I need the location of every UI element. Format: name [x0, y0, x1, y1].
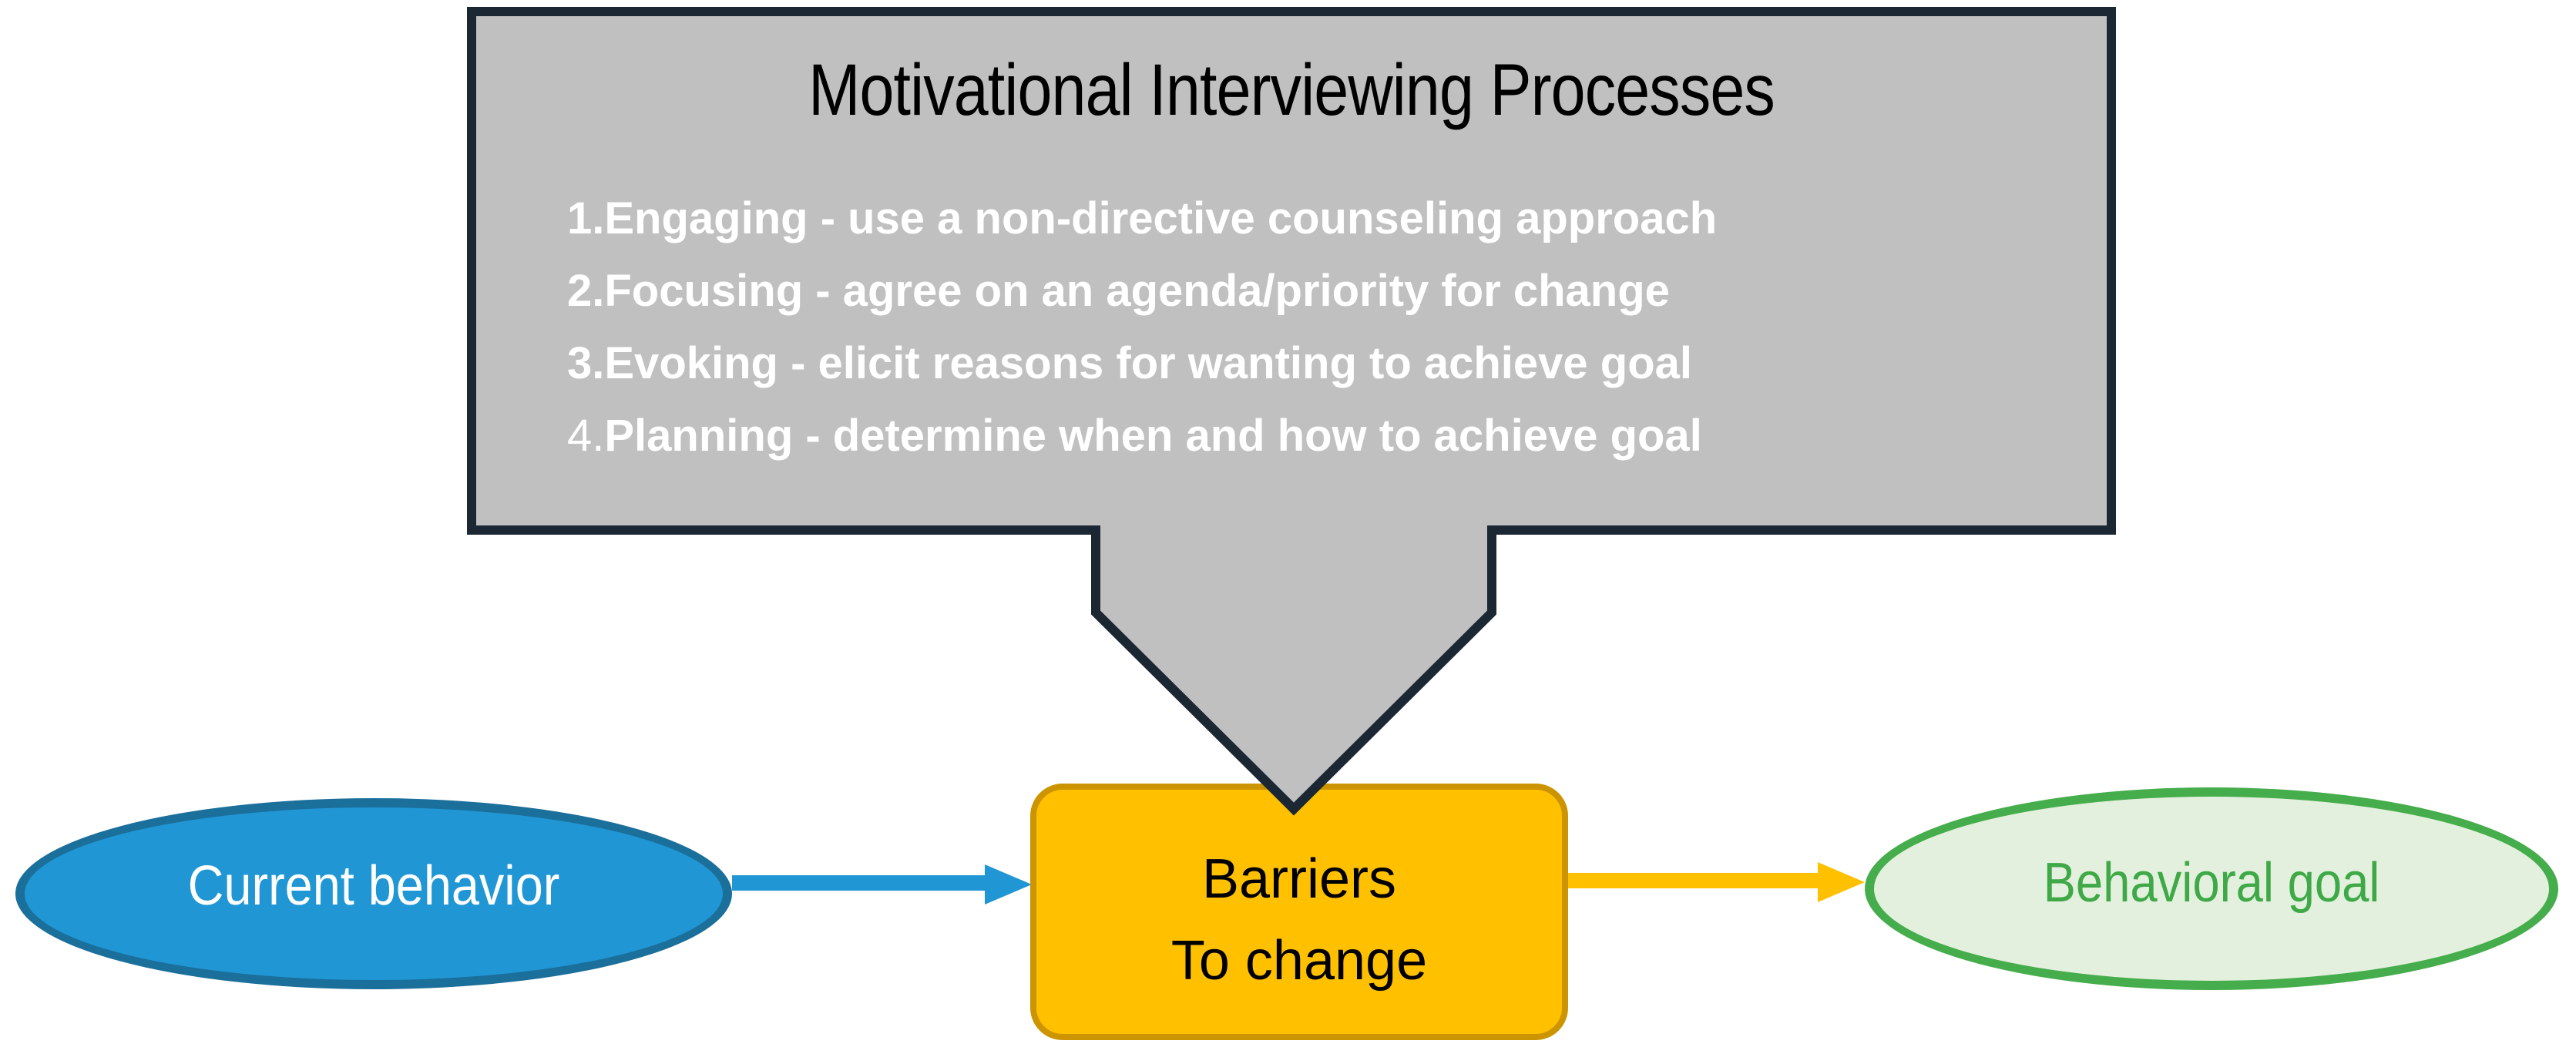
- arrow-barriers-to-goal-line: [1568, 873, 1822, 888]
- barriers-label-line2: To change: [1170, 929, 1428, 992]
- process-item-text: Engaging - use a non-directive counselin…: [604, 193, 1718, 243]
- process-item-focusing: 2.Focusing - agree on an agenda/priority…: [567, 255, 2031, 327]
- current-behavior-label: Current behavior: [187, 855, 560, 917]
- callout-title: Motivational Interviewing Processes: [808, 49, 1775, 131]
- process-item-text: Focusing - agree on an agenda/priority f…: [604, 266, 1670, 316]
- process-item-number: 2.: [567, 266, 605, 316]
- arrow-right-icon: [1818, 862, 1865, 902]
- arrow-current-to-barriers-line: [732, 875, 986, 891]
- process-item-evoking: 3.Evoking - elicit reasons for wanting t…: [567, 327, 2031, 400]
- process-item-engaging: 1.Engaging - use a non-directive counsel…: [567, 183, 2031, 255]
- arrow-right-icon: [985, 864, 1032, 905]
- barriers-label-line1: Barriers: [1201, 848, 1397, 910]
- process-item-planning: 4.Planning - determine when and how to a…: [567, 400, 2031, 472]
- process-item-number: 4.: [567, 411, 605, 461]
- process-item-number: 1.: [567, 193, 605, 243]
- process-item-text: Planning - determine when and how to ach…: [604, 411, 1702, 461]
- process-item-number: 3.: [567, 338, 605, 388]
- process-item-text: Evoking - elicit reasons for wanting to …: [604, 338, 1693, 388]
- process-list: 1.Engaging - use a non-directive counsel…: [567, 183, 2031, 472]
- behavioral-goal-label: Behavioral goal: [2043, 851, 2380, 914]
- barriers-label: Barriers To change: [1030, 791, 1568, 1048]
